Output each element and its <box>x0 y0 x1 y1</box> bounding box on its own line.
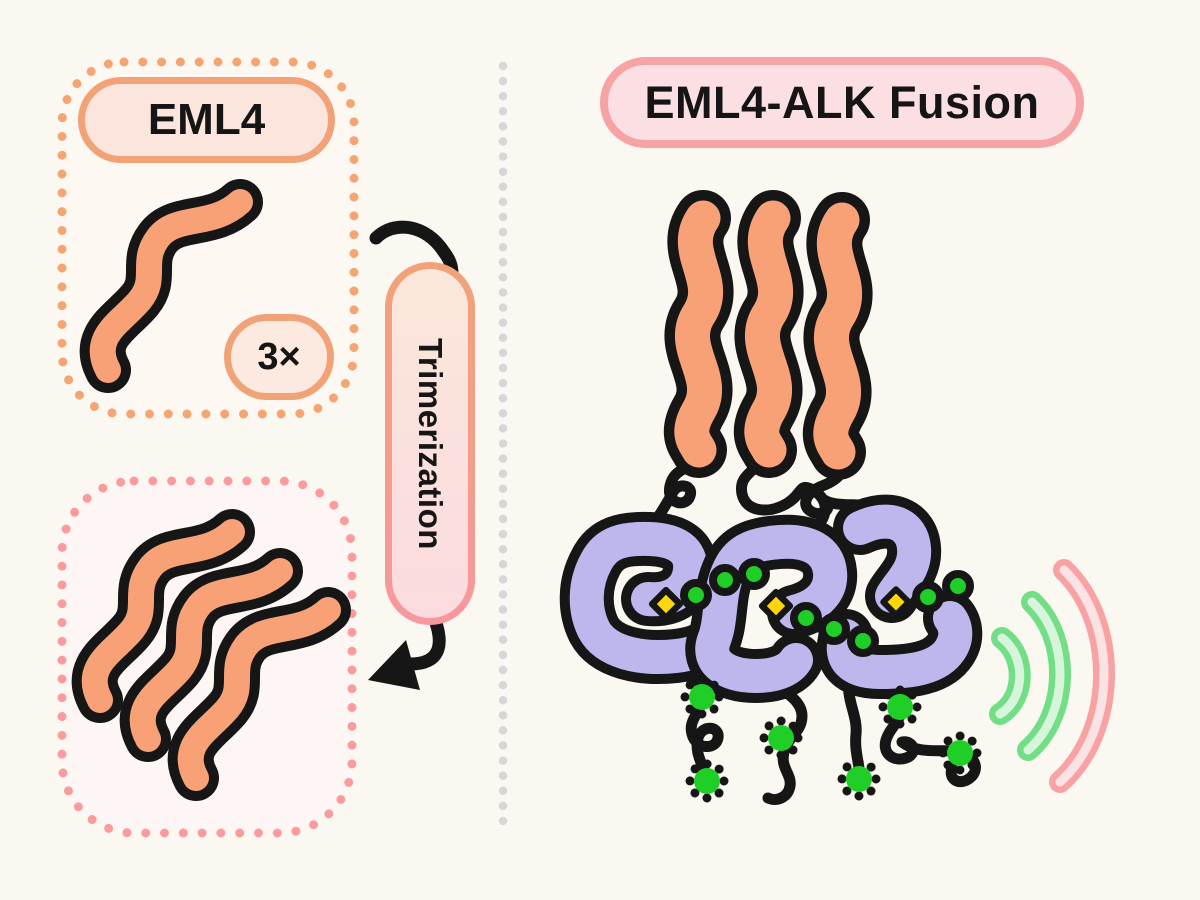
copies-badge: 3× <box>224 314 334 400</box>
phospho-starbursts <box>680 675 982 803</box>
alk-kinase-domains <box>559 494 983 703</box>
atp-diamond-icon <box>880 586 912 618</box>
eml4-monomer-squiggle-icon <box>103 202 240 370</box>
kinase-domain-1 <box>559 511 737 684</box>
trimerization-pill: Trimerization <box>385 262 475 625</box>
trimerized-coiled-coil-icon <box>692 218 845 452</box>
fusion-protein-diagram <box>559 160 1115 805</box>
eml4-label-pill: EML4 <box>78 77 335 163</box>
copies-badge-label: 3× <box>257 335 301 378</box>
trimerization-label: Trimerization <box>412 337 449 550</box>
phospho-bead-chains <box>680 558 974 657</box>
trimerization-pill-inner: Trimerization <box>392 269 468 618</box>
signal-waves-icon <box>989 559 1115 793</box>
phospho-tails <box>664 652 981 805</box>
eml4-trimer-squiggles-icon <box>95 532 328 778</box>
kinase-domain-3 <box>816 494 983 699</box>
fusion-title-label: EML4-ALK Fusion <box>644 76 1040 128</box>
eml4-label: EML4 <box>147 95 266 144</box>
arrowhead <box>368 640 420 690</box>
atp-diamond-icon <box>648 586 684 622</box>
atp-diamond-icon <box>758 588 794 624</box>
linker-squiggles <box>640 442 912 556</box>
eml4-trimer-panel <box>57 476 357 838</box>
atp-diamonds <box>648 586 912 624</box>
fusion-title-pill: EML4-ALK Fusion <box>600 57 1084 148</box>
kinase-domain-2 <box>685 514 858 703</box>
